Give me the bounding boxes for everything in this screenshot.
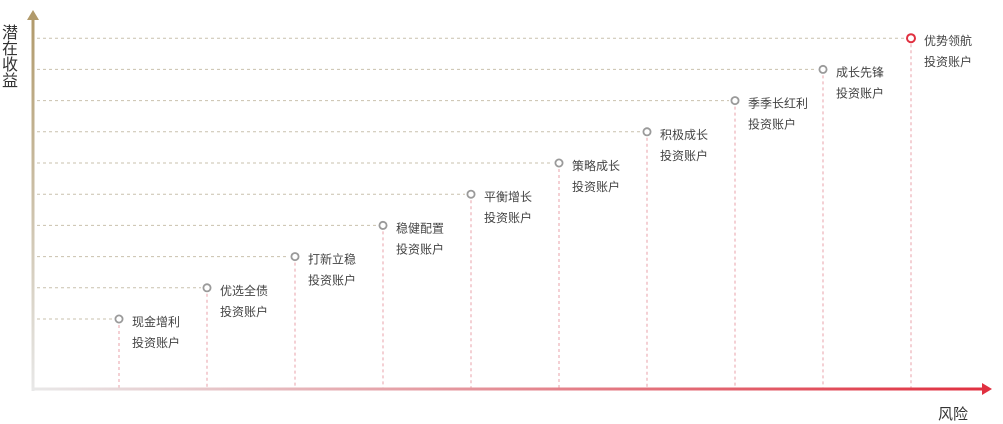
- y-axis-arrow: [27, 10, 39, 20]
- point-label-8: 季季长红利: [748, 96, 808, 111]
- point-label-7: 积极成长: [660, 128, 708, 142]
- x-axis-label: 风险: [938, 405, 969, 423]
- point-label-5: 平衡增长: [484, 190, 532, 204]
- point-sublabel-2: 投资账户: [220, 304, 268, 319]
- point-label-4: 稳健配置: [396, 220, 444, 235]
- point-marker-1: [114, 314, 124, 324]
- point-marker-10: [906, 33, 916, 44]
- point-marker-4: [378, 220, 388, 230]
- point-sublabel-7: 投资账户: [660, 148, 708, 163]
- point-label-10: 优势领航: [924, 33, 972, 48]
- point-sublabel-6: 投资账户: [572, 179, 620, 194]
- y-axis-label: 潜在收益: [0, 24, 18, 88]
- point-sublabel-9: 投资账户: [836, 85, 884, 100]
- point-marker-6: [554, 158, 564, 168]
- point-marker-7: [642, 127, 652, 137]
- point-sublabel-4: 投资账户: [396, 241, 444, 256]
- point-label-1: 现金增利: [132, 314, 180, 329]
- point-label-6: 策略成长: [572, 158, 620, 173]
- point-sublabel-8: 投资账户: [748, 117, 796, 132]
- point-marker-9: [818, 64, 828, 74]
- point-label-3: 打新立稳: [308, 252, 356, 267]
- point-marker-8: [730, 96, 740, 106]
- y-axis-line: [31, 18, 35, 391]
- point-marker-3: [290, 252, 300, 262]
- x-axis-line: [33, 387, 984, 391]
- point-label-2: 优选全债: [220, 283, 268, 298]
- point-sublabel-1: 投资账户: [132, 335, 180, 350]
- point-marker-2: [202, 283, 212, 293]
- x-axis-arrow: [982, 383, 992, 395]
- point-sublabel-3: 投资账户: [308, 273, 356, 288]
- point-label-9: 成长先锋: [836, 65, 884, 79]
- point-marker-5: [466, 189, 476, 199]
- point-sublabel-10: 投资账户: [924, 54, 972, 69]
- point-sublabel-5: 投资账户: [484, 210, 532, 225]
